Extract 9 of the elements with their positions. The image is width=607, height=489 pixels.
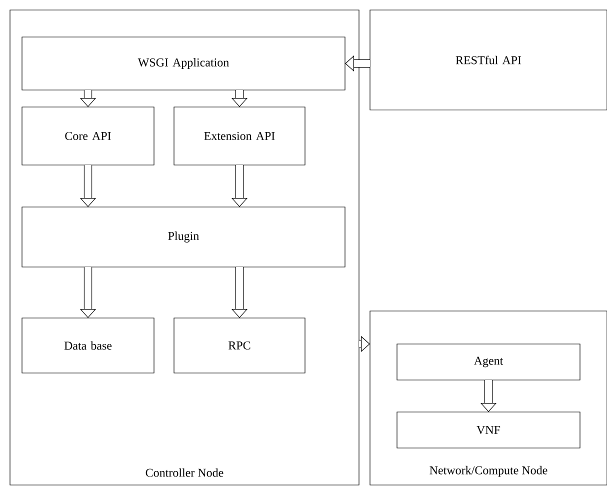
process-box: RPC	[174, 318, 306, 374]
process-box: Core API	[22, 106, 154, 166]
process-box: VNF	[396, 412, 580, 448]
process-box: RESTful API	[370, 10, 607, 110]
process-box: Extension API	[174, 106, 306, 166]
process-box: Plugin	[22, 206, 346, 268]
process-box: Agent	[396, 344, 580, 380]
process-box: Data base	[22, 318, 154, 374]
process-box: WSGI Application	[22, 36, 346, 90]
